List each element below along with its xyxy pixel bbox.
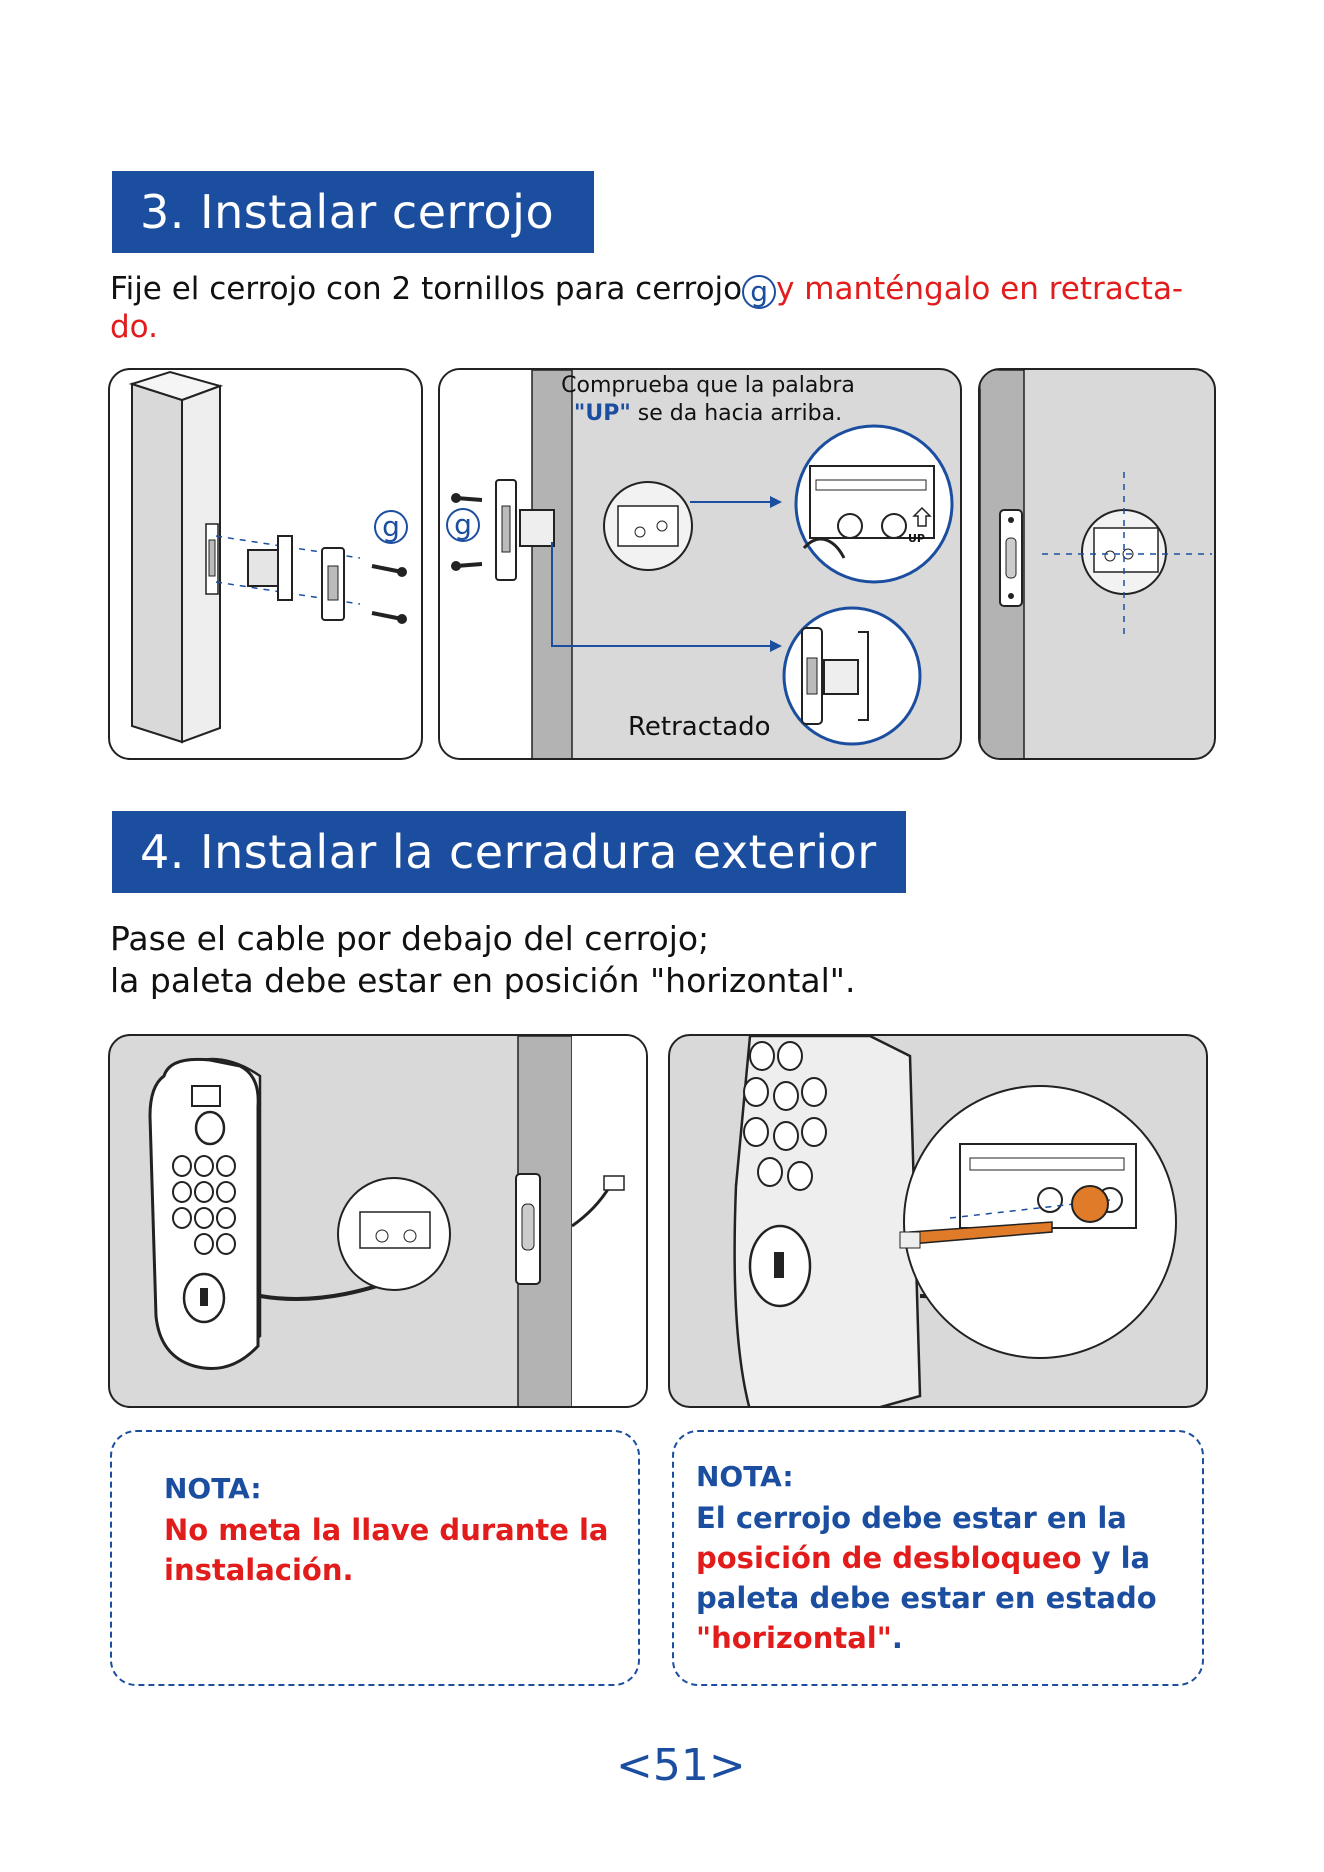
note-right-body: El cerrojo debe estar en la posición de … <box>696 1498 1196 1658</box>
instruction-text-red-line2: do. <box>110 309 158 345</box>
note-right-line2-red: posición de desbloqueo <box>696 1541 1082 1575</box>
section-4-line2: la paleta debe estar en posición "horizo… <box>110 961 855 1000</box>
note-right-line4-red: "horizontal" <box>696 1621 892 1655</box>
deadbolt-exploded-illustration <box>110 370 423 760</box>
up-check-line1: Comprueba que la palabra <box>561 373 855 398</box>
part-g-symbol: g <box>742 275 776 309</box>
up-marker-label: UP <box>908 532 925 545</box>
section-3-title: 3. Instalar cerrojo <box>112 171 594 253</box>
instruction-text-red: y manténgalo en retracta- <box>776 271 1183 307</box>
page-number: <51> <box>616 1740 746 1791</box>
up-check-callout: Comprueba que la palabra "UP" se da haci… <box>558 372 858 428</box>
exterior-lock-cable-illustration <box>110 1036 648 1408</box>
diagram-panel-deadbolt-parts: g <box>108 368 423 760</box>
part-g-marker-panel2: g <box>446 508 480 542</box>
part-g-marker: g <box>374 510 408 544</box>
installed-deadbolt-illustration <box>980 370 1216 760</box>
section-3-instructions: Fije el cerrojo con 2 tornillos para cer… <box>110 270 1240 346</box>
note-left-title: NOTA: <box>164 1472 262 1505</box>
section-4-line1: Pase el cable por debajo del cerrojo; <box>110 919 709 958</box>
diagram-panel-horizontal-paddle <box>668 1034 1208 1408</box>
note-right-line3: paleta debe estar en estado <box>696 1581 1157 1615</box>
note-left-line2: instalación. <box>164 1553 354 1587</box>
note-right-line4-blue: . <box>892 1621 903 1655</box>
diagram-panel-installed-deadbolt <box>978 368 1216 760</box>
note-right-title: NOTA: <box>696 1460 794 1493</box>
horizontal-paddle-illustration <box>670 1036 1208 1408</box>
diagram-panel-exterior-lock <box>108 1034 648 1408</box>
note-left-line1: No meta la llave durante la <box>164 1513 609 1547</box>
section-4-title-text: 4. Instalar la cerradura exterior <box>140 825 877 879</box>
up-check-up-word: "UP" <box>574 401 631 426</box>
note-right-line2-blue: y la <box>1082 1541 1151 1575</box>
retracted-label: Retractado <box>628 712 771 742</box>
note-box-left: NOTA: No meta la llave durante la instal… <box>110 1430 640 1686</box>
section-3-title-text: 3. Instalar cerrojo <box>140 185 554 239</box>
up-check-line2: se da hacia arriba. <box>631 401 842 426</box>
note-box-right: NOTA: El cerrojo debe estar en la posici… <box>672 1430 1204 1686</box>
section-4-title: 4. Instalar la cerradura exterior <box>112 811 906 893</box>
section-4-instructions: Pase el cable por debajo del cerrojo; la… <box>110 918 1210 1002</box>
note-right-line1: El cerrojo debe estar en la <box>696 1501 1127 1535</box>
note-left-body: No meta la llave durante la instalación. <box>164 1510 624 1590</box>
up-orientation-illustration <box>440 370 962 760</box>
instruction-text: Fije el cerrojo con 2 tornillos para cer… <box>110 271 742 307</box>
diagram-panel-up-check: Comprueba que la palabra "UP" se da haci… <box>438 368 962 760</box>
